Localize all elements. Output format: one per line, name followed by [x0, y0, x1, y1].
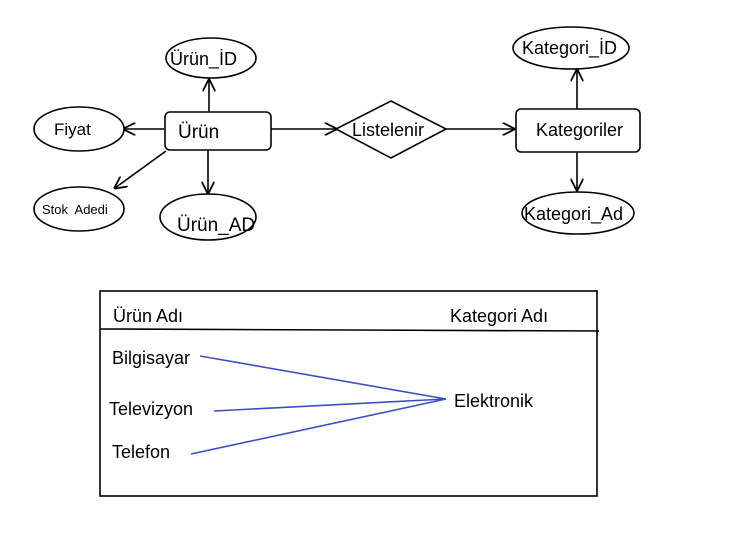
- attribute-stok-adedi-label: Stok Adedi: [42, 202, 108, 217]
- column-header-kategori-adi: Kategori Adı: [450, 306, 548, 326]
- mapping-line-televizyon: [213, 398, 447, 412]
- column-header-urun-adi: Ürün Adı: [113, 306, 183, 326]
- attribute-kategori-ad-label: Kategori_Ad: [524, 204, 623, 225]
- relationship-label: Listelenir: [352, 120, 424, 140]
- mapping-table-header-divider: [99, 328, 600, 332]
- attribute-fiyat-label: Fiyat: [54, 120, 91, 139]
- mapping-line-bilgisayar: [199, 355, 447, 400]
- entity-kategoriler: Kategoriler: [515, 108, 641, 153]
- entity-urun-label: Ürün: [178, 122, 219, 143]
- attribute-kategori-id: Kategori_İD: [512, 26, 630, 70]
- mapping-table: Ürün Adı Kategori Adı Bilgisayar Televiz…: [99, 290, 600, 497]
- product-televizyon: Televizyon: [109, 399, 193, 419]
- attribute-fiyat: Fiyat: [33, 106, 125, 152]
- attribute-urun-ad: Ürün_AD: [159, 193, 257, 241]
- product-telefon: Telefon: [112, 442, 170, 462]
- product-bilgisayar: Bilgisayar: [112, 348, 190, 368]
- entity-urun: Ürün: [164, 111, 272, 151]
- attribute-urun-id: Ürün_İD: [165, 37, 257, 79]
- attribute-stok-adedi: Stok Adedi: [33, 186, 125, 232]
- attribute-urun-id-label: Ürün_İD: [170, 49, 237, 70]
- entity-kategoriler-label: Kategoriler: [536, 120, 623, 140]
- entity-urun-box: [164, 111, 272, 151]
- er-connectors: [115, 70, 577, 193]
- attribute-urun-ad-label: Ürün_AD: [177, 215, 255, 236]
- attribute-urun-ad-ellipse: [159, 193, 257, 241]
- relationship-diamond: [334, 100, 448, 159]
- attribute-kategori-ad-ellipse: [521, 191, 635, 235]
- attribute-kategori-ad: Kategori_Ad: [521, 191, 635, 235]
- connector-urun-to-stok-adedi: [115, 150, 167, 188]
- attribute-kategori-id-label: Kategori_İD: [522, 38, 617, 59]
- attribute-fiyat-ellipse: [33, 106, 125, 152]
- attribute-stok-adedi-ellipse: [33, 186, 125, 232]
- category-elektronik: Elektronik: [454, 391, 534, 411]
- relationship-listelenir: Listelenir: [334, 100, 448, 159]
- entity-kategoriler-box: [515, 108, 641, 153]
- attribute-kategori-id-ellipse: [512, 26, 630, 70]
- mapping-line-telefon: [190, 398, 447, 455]
- mapping-table-frame: [99, 290, 598, 497]
- attribute-urun-id-ellipse: [165, 37, 257, 79]
